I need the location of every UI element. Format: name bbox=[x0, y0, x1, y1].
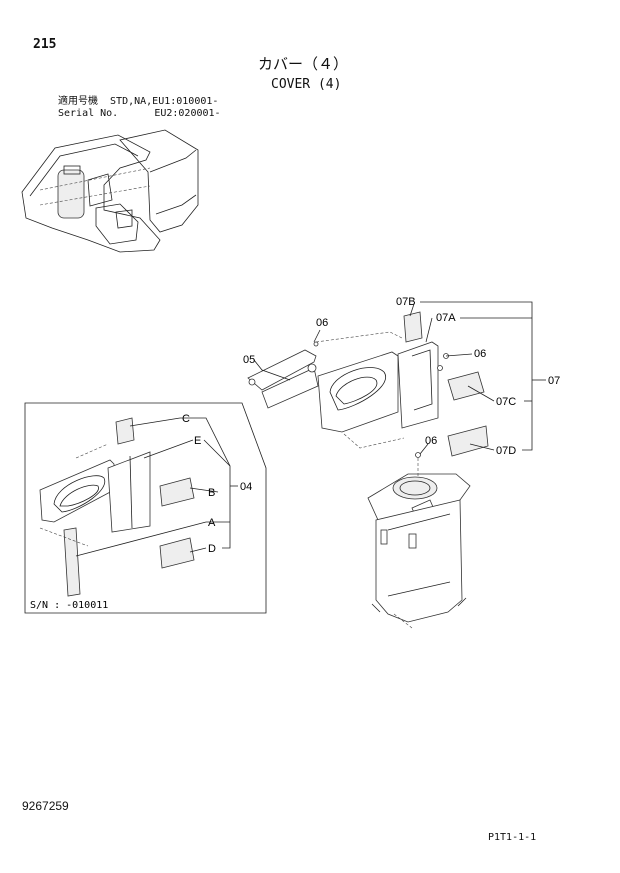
callout-B: B bbox=[208, 487, 215, 499]
callout-07C: 07C bbox=[496, 396, 516, 408]
callout-06-c: 06 bbox=[425, 435, 437, 447]
callout-06-a: 06 bbox=[316, 317, 328, 329]
leader-lines bbox=[75, 301, 546, 557]
callout-E: E bbox=[194, 435, 201, 447]
callout-D: D bbox=[208, 543, 216, 555]
title-english: COVER (4) bbox=[271, 77, 342, 92]
title-japanese: カバー（４） bbox=[258, 55, 349, 73]
callout-06-b: 06 bbox=[474, 348, 486, 360]
document-number: 9267259 bbox=[22, 799, 69, 813]
callout-05: 05 bbox=[243, 354, 255, 366]
center-panel-assembly bbox=[247, 311, 489, 458]
callout-04: 04 bbox=[240, 481, 252, 493]
excavator-overview bbox=[21, 129, 199, 253]
callout-07: 07 bbox=[548, 375, 560, 387]
callout-C: C bbox=[182, 413, 190, 425]
catalog-code: P1T1-1-1 bbox=[488, 832, 537, 843]
callout-07B: 07B bbox=[396, 296, 416, 308]
inset-box bbox=[24, 402, 267, 614]
tank-assembly bbox=[367, 458, 471, 629]
callout-A: A bbox=[208, 517, 216, 529]
callout-07D: 07D bbox=[496, 445, 516, 457]
serial-applicability: 適用号機 STD,NA,EU1:010001- Serial No. EU2:0… bbox=[58, 96, 221, 119]
page-number: 215 bbox=[33, 37, 57, 52]
callout-07A: 07A bbox=[436, 312, 456, 324]
inset-serial-note: S/N : -010011 bbox=[30, 600, 108, 611]
